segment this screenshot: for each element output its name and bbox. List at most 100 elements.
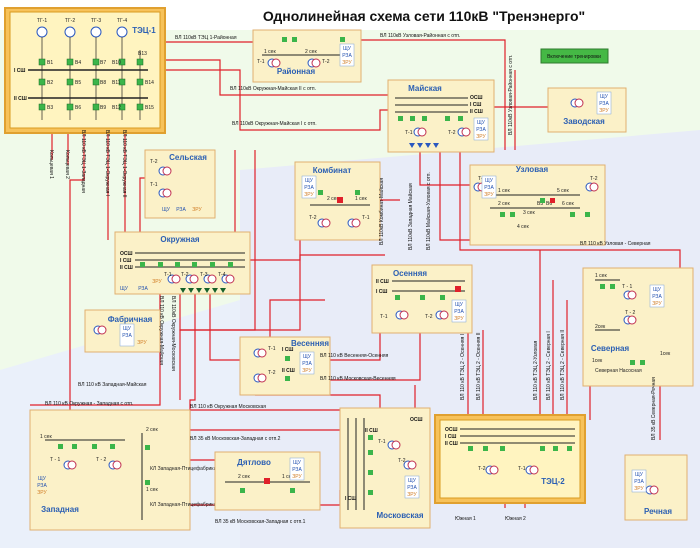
kombinat-title: Комбинат	[313, 166, 352, 175]
substation-rechnaya[interactable]: Речная ЩУ РЗА ЗРУ	[624, 454, 688, 521]
svg-text:ЩУ: ЩУ	[293, 460, 302, 466]
substation-vesennyaya[interactable]: Весенняя I СШ II СШ Т-1 Т-2 ЩУ РЗА ЗРУ	[239, 336, 331, 396]
svg-text:ЗРУ: ЗРУ	[152, 279, 162, 285]
svg-text:КЛ Западная-Птицефабрика 2: КЛ Западная-Птицефабрика 2	[150, 466, 221, 472]
mayskaya-title: Майская	[408, 84, 442, 93]
svg-text:ЗРУ: ЗРУ	[476, 134, 486, 140]
svg-text:ВЛ 110 кВ Западная-Майская: ВЛ 110 кВ Западная-Майская	[78, 381, 147, 388]
svg-text:Т-1: Т-1	[268, 346, 276, 352]
diagram-title: Однолинейная схема сети 110кВ "Тренэнерг…	[263, 8, 585, 24]
tpp1-bus1: I СШ	[14, 68, 25, 74]
tpp1-breakers[interactable]	[38, 58, 144, 111]
substation-dyatlovo[interactable]: Дятлово 2 сек 1 сек ЩУ РЗА ЗРУ	[214, 451, 321, 511]
svg-text:Т-1: Т-1	[362, 215, 370, 221]
svg-text:ЗРУ: ЗРУ	[192, 207, 202, 213]
substation-rayonnaya[interactable]: Районная 1 сек 2 сек Т-1 Т-2	[252, 29, 362, 83]
tpp2-title: ТЭЦ-2	[541, 477, 565, 486]
svg-text:ВЛ 110кВ Майская-Узловая с отп: ВЛ 110кВ Майская-Узловая с отп.	[425, 172, 432, 250]
svg-text:ВЛ 110 кВ ТЭЦ 2 - Осенняя I: ВЛ 110 кВ ТЭЦ 2 - Осенняя I	[460, 334, 466, 400]
svg-text:ЗРУ: ЗРУ	[652, 301, 662, 307]
svg-text:1 сек: 1 сек	[146, 487, 158, 493]
svg-text:Т-1: Т-1	[164, 272, 172, 278]
svg-text:B5: B5	[537, 201, 543, 207]
svg-text:Северная Насосная: Северная Насосная	[595, 368, 642, 374]
svg-text:ВЛ 110 кВ Окружная Московская: ВЛ 110 кВ Окружная Московская	[190, 404, 266, 410]
svg-text:1сек: 1сек	[592, 358, 603, 364]
svg-text:B15: B15	[145, 105, 154, 111]
substation-zavodskaya[interactable]: Заводская ЩУ РЗА ЗРУ	[547, 87, 627, 133]
uzlovaya-title: Узловая	[516, 165, 549, 174]
svg-text:II СШ: II СШ	[282, 368, 295, 374]
svg-text:Т-1: Т-1	[150, 182, 158, 188]
svg-text:Т-2: Т-2	[478, 466, 486, 472]
svg-text:Кольцевая 2: Кольцевая 2	[64, 150, 70, 179]
svg-text:РЗА: РЗА	[342, 53, 352, 59]
substation-fabrichnaya[interactable]: Фабричная Т1 ЩУ РЗА ЗРУ	[84, 309, 161, 353]
svg-text:ЩУ: ЩУ	[477, 120, 486, 126]
svg-text:I СШ: I СШ	[470, 102, 481, 108]
svg-text:II СШ: II СШ	[470, 109, 483, 115]
training-button-label[interactable]: Включение тренировки	[547, 54, 601, 60]
svg-text:ЩУ: ЩУ	[455, 302, 464, 308]
substation-moskovskaya[interactable]: Московская ОСШ II СШ I СШ Т-1 Т-2 ЩУ РЗА…	[339, 407, 431, 529]
svg-text:1 сек: 1 сек	[498, 188, 510, 194]
svg-text:1 сек: 1 сек	[264, 49, 276, 55]
svg-text:1 сек: 1 сек	[40, 434, 52, 440]
svg-text:ВЛ 110 кВ ТЭЦ 1-Окружная II: ВЛ 110 кВ ТЭЦ 1-Окружная II	[121, 130, 127, 198]
svg-text:РЗА: РЗА	[484, 185, 494, 191]
substation-kombinat[interactable]: Комбинат 2 сек 1 сек Т-2 Т-1 ЩУ РЗА ЗРУ	[294, 161, 381, 241]
svg-text:ЗРУ: ЗРУ	[37, 490, 47, 496]
moskovskaya-title: Московская	[377, 511, 424, 520]
svg-text:РЗА: РЗА	[634, 479, 644, 485]
svg-text:ТГ-1: ТГ-1	[37, 18, 47, 24]
svg-text:ЩУ: ЩУ	[38, 476, 47, 482]
svg-text:B2: B2	[47, 80, 53, 86]
svg-text:6 сек: 6 сек	[562, 201, 574, 207]
svg-text:ВЛ 110кВ Комбинат-Майская: ВЛ 110кВ Комбинат-Майская	[378, 178, 385, 245]
svg-text:Т-1: Т-1	[257, 59, 265, 65]
svg-text:ЩУ: ЩУ	[303, 354, 312, 360]
svg-text:ВЛ 110кВ Узловая-Районная с от: ВЛ 110кВ Узловая-Районная с отп.	[507, 55, 514, 135]
training-button[interactable]: Включение тренировки	[540, 48, 609, 64]
substation-okruzhnaya[interactable]: Окружная ОСШ I СШ II СШ Т-1 Т-2 Т-3 Т-4 …	[114, 231, 251, 295]
svg-text:ОСШ: ОСШ	[410, 417, 423, 423]
svg-text:РЗА: РЗА	[454, 309, 464, 315]
svg-text:ЗРУ: ЗРУ	[292, 474, 302, 480]
svg-text:РЗА: РЗА	[599, 101, 609, 107]
substation-selskaya[interactable]: Сельская Т-2 Т-1 ЩУ РЗА ЗРУ	[144, 149, 216, 219]
svg-text:B12: B12	[112, 105, 121, 111]
mayskaya-controls[interactable]: ЩУ РЗА ЗРУ	[473, 117, 489, 141]
svg-text:4 сек: 4 сек	[517, 224, 529, 230]
substation-osennyaya[interactable]: Осенняя II СШ I СШ Т-1 Т-2 ЩУ РЗА ЗРУ	[371, 264, 473, 334]
svg-text:B6: B6	[546, 201, 552, 207]
tpp1-title: ТЭЦ-1	[132, 26, 156, 35]
svg-text:ВЛ 110 кВ Окружная-Майская: ВЛ 110 кВ Окружная-Майская	[158, 296, 165, 365]
rechnaya-title: Речная	[644, 507, 672, 516]
svg-text:ЩУ: ЩУ	[600, 94, 609, 100]
zapadnaya-title: Западная	[41, 505, 79, 514]
svg-text:ЗРУ: ЗРУ	[137, 340, 147, 346]
svg-text:РЗА: РЗА	[652, 294, 662, 300]
svg-text:ВЛ 35 кВ Северная-Речная: ВЛ 35 кВ Северная-Речная	[651, 377, 657, 440]
tpp1-generators: ТГ-1 ТГ-2 ТГ-3 ТГ-4	[36, 18, 128, 38]
rayonnaya-controls[interactable]: ЩУ РЗА ЗРУ	[339, 43, 355, 67]
svg-text:Т-1: Т-1	[405, 130, 413, 136]
svg-text:РЗА: РЗА	[138, 286, 148, 292]
svg-text:B9: B9	[100, 105, 106, 111]
svg-text:Т-2: Т-2	[398, 458, 406, 464]
tpp2-station[interactable]: ТЭЦ-2 ОСШ I СШ II СШ Т-2 Т-1	[434, 414, 586, 504]
svg-text:ЗРУ: ЗРУ	[304, 192, 314, 198]
substation-uzlovaya[interactable]: Узловая 1 сек 5 сек 2 сек 3 сек 6 сек 4 …	[469, 164, 606, 246]
svg-text:ВЛ 110кВ Окружная-Майская II с: ВЛ 110кВ Окружная-Майская II с отп.	[230, 85, 316, 92]
svg-text:B7: B7	[100, 60, 106, 66]
svg-text:ЗРУ: ЗРУ	[454, 316, 464, 322]
svg-text:2 сек: 2 сек	[146, 427, 158, 433]
substation-zapadnaya[interactable]: Западная 1 сек 2 сек 1 сек Т - 1 Т - 2 К…	[29, 409, 221, 531]
svg-text:ЗРУ: ЗРУ	[407, 492, 417, 498]
substation-severnaya[interactable]: Северная 1 сек Т - 1 Т - 2 2сек 1сек 1се…	[582, 267, 694, 387]
substation-mayskaya[interactable]: Майская ОСШ I СШ II СШ Т-1 Т-2	[387, 79, 495, 153]
tpp1-station[interactable]: ТЭЦ-1 ТГ-1 ТГ-2 ТГ-3 ТГ-4 I СШ II СШ	[4, 7, 166, 134]
svg-text:ЗРУ: ЗРУ	[634, 486, 644, 492]
svg-text:ВЛ 110 кВ ТЭЦ 1-Западная: ВЛ 110 кВ ТЭЦ 1-Западная	[80, 130, 86, 193]
